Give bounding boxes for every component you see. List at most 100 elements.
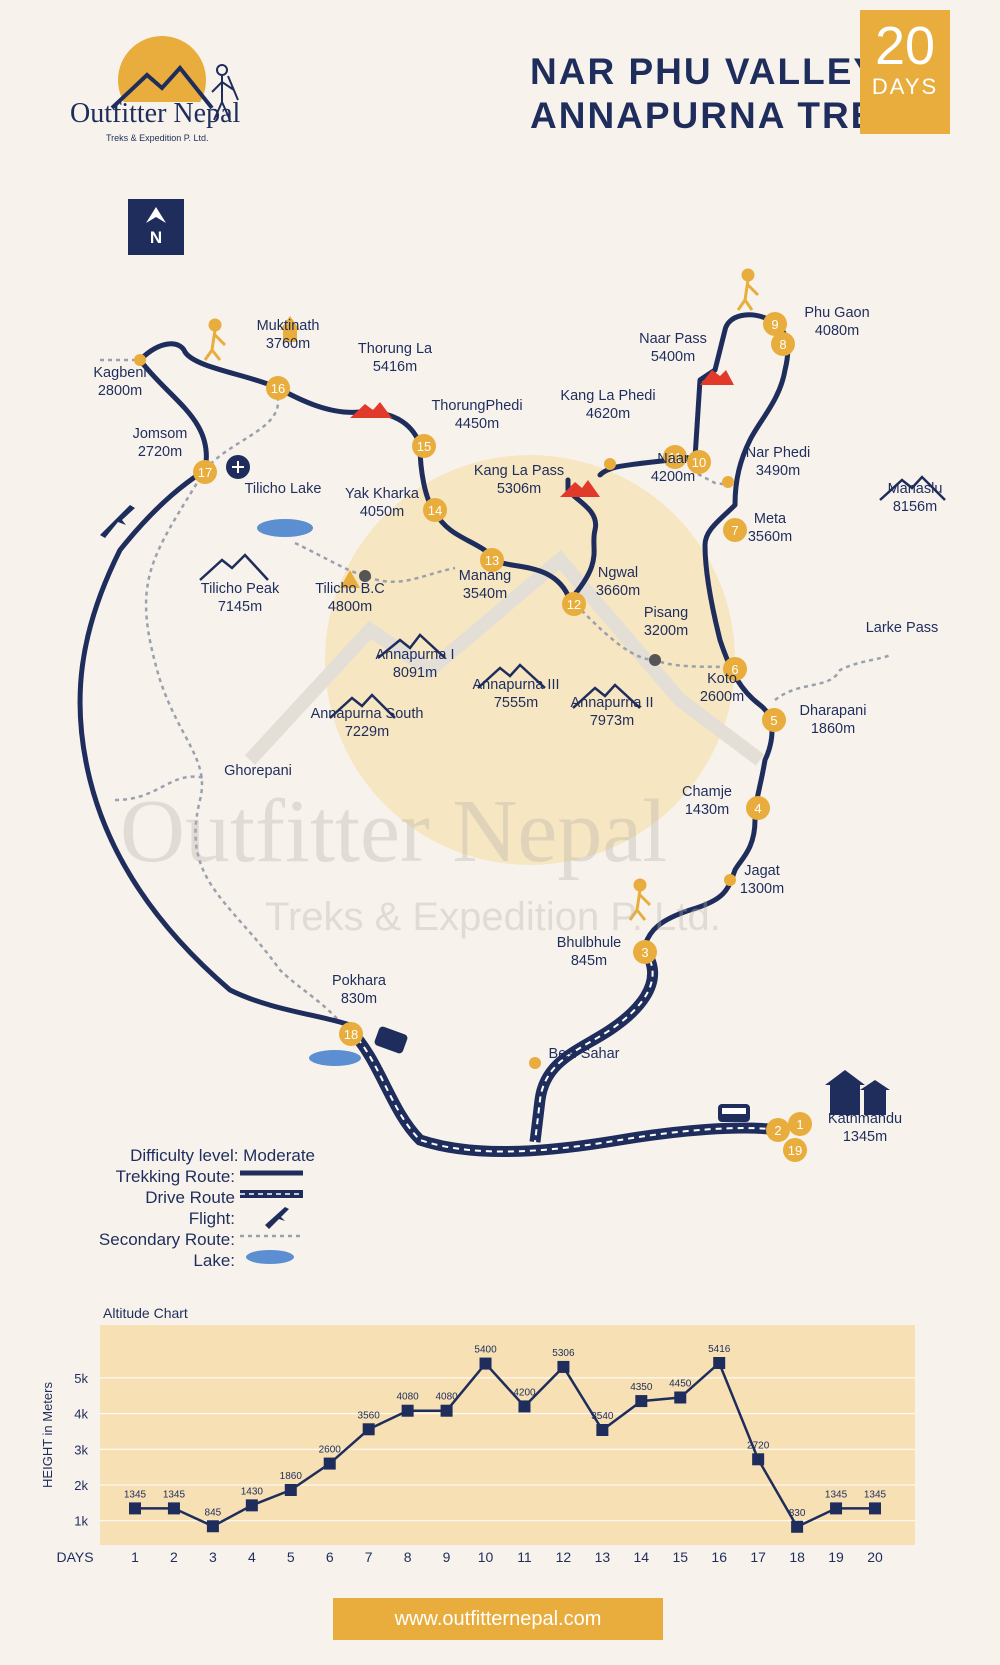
place-altitude: 1430m [684, 802, 730, 818]
title-line-2: ANNAPURNA TREK [530, 95, 907, 136]
stop-marker-1: 1 [788, 1112, 812, 1136]
stop-number: 14 [428, 503, 442, 518]
pokhara-lake-shape [309, 1050, 361, 1066]
x-tick-label: 10 [478, 1549, 494, 1565]
camp-dots [359, 570, 661, 666]
place-name: Pokhara [331, 973, 386, 989]
place-altitude: 830m [340, 991, 378, 1007]
mountain-sun-icon [102, 36, 239, 142]
altitude-point [674, 1391, 687, 1404]
place-name: Naar Pass [639, 331, 707, 347]
place-name: Besi Sahar [548, 1046, 620, 1062]
x-tick-label: 17 [750, 1549, 766, 1565]
annapurna-south-icon [329, 693, 396, 719]
stop-circle [193, 460, 217, 484]
x-tick-label: 4 [248, 1549, 256, 1565]
stop-marker-18: 18 [339, 1022, 363, 1046]
place-name: Nar Phedi [745, 445, 811, 461]
tent-icon [340, 570, 360, 588]
stop-circle [788, 1112, 812, 1136]
legend-flight: Flight: [188, 1209, 235, 1228]
chart-title: Altitude Chart [103, 1305, 188, 1321]
place-altitude: 4200m [650, 469, 696, 485]
tilicho-peak-icon [199, 553, 269, 581]
stop-circle [412, 434, 436, 458]
altitude-data-label: 4450 [669, 1379, 692, 1390]
brand-name: Outfitter Nepal [70, 98, 241, 129]
x-tick-label: 6 [326, 1549, 334, 1565]
page-title: NAR PHU VALLEY ANNAPURNA TREK [530, 50, 906, 138]
place-name: Tilicho Lake [244, 481, 322, 497]
flight-icon [100, 505, 135, 538]
stop-circle [339, 1022, 363, 1046]
altitude-point [791, 1520, 804, 1533]
title-line-1: NAR PHU VALLEY [530, 51, 881, 92]
days-badge: 20 DAYS [860, 10, 950, 134]
place-name: Manang [458, 568, 512, 584]
altitude-data-label: 2600 [319, 1445, 342, 1456]
altitude-data-label: 1345 [124, 1489, 147, 1500]
y-tick-label: 4k [74, 1407, 88, 1422]
stop-circle [746, 796, 770, 820]
place-name: Jomsom [132, 426, 188, 442]
altitude-data-label: 4080 [397, 1392, 420, 1403]
x-tick-label: 9 [443, 1549, 451, 1565]
stop-circle [266, 376, 290, 400]
stop-circle [763, 312, 787, 336]
chart-x-label: DAYS [56, 1549, 93, 1565]
place-name: Larke Pass [865, 620, 939, 636]
manaslu-icon [879, 475, 946, 501]
kang-la-pass-icon [560, 480, 600, 497]
altitude-data-label: 1430 [241, 1486, 264, 1497]
stop-circle [723, 518, 747, 542]
place-name: Tilicho B.C [315, 581, 385, 597]
watermark-mountains [244, 550, 765, 766]
place-name: Kagbeni [93, 365, 147, 381]
place-altitude: 5306m [496, 481, 542, 497]
altitude-data-label: 1860 [280, 1471, 303, 1482]
place-altitude: 8156m [892, 499, 938, 515]
stop-circle [783, 1138, 807, 1162]
place-altitude: 2800m [97, 383, 143, 399]
brand-logo [62, 30, 262, 142]
stop-marker-4: 4 [746, 796, 770, 820]
legend-flight-symbol [265, 1207, 289, 1229]
stop-number: 5 [770, 713, 777, 728]
stop-circle [633, 940, 657, 964]
place-label-ghorepani: Ghorepani [188, 762, 328, 780]
altitude-data-label: 3560 [358, 1410, 381, 1421]
altitude-point [596, 1424, 609, 1436]
stop-number: 2 [774, 1123, 781, 1138]
website-url[interactable]: www.outfitternepal.com [333, 1598, 663, 1640]
place-name: Kang La Pass [473, 463, 565, 479]
place-altitude: 8091m [392, 665, 438, 681]
place-name: Koto [707, 671, 737, 687]
north-arrow-icon [146, 207, 166, 223]
place-name: Chamje [682, 784, 732, 800]
stop-circle [762, 708, 786, 732]
stop-number: 8 [779, 337, 786, 352]
place-name: Annapurna III [472, 677, 560, 693]
temple-icon [825, 1070, 890, 1115]
stop-circle [480, 548, 504, 572]
y-tick-label: 5k [74, 1371, 88, 1386]
stop-marker-7: 7 [723, 518, 747, 542]
place-altitude: 7555m [493, 695, 539, 711]
legend: Difficulty level: Moderate Trekking Rout… [60, 1145, 315, 1271]
x-tick-label: 15 [672, 1549, 688, 1565]
stop-number: 1 [796, 1117, 803, 1132]
stop-number: 19 [788, 1143, 802, 1158]
